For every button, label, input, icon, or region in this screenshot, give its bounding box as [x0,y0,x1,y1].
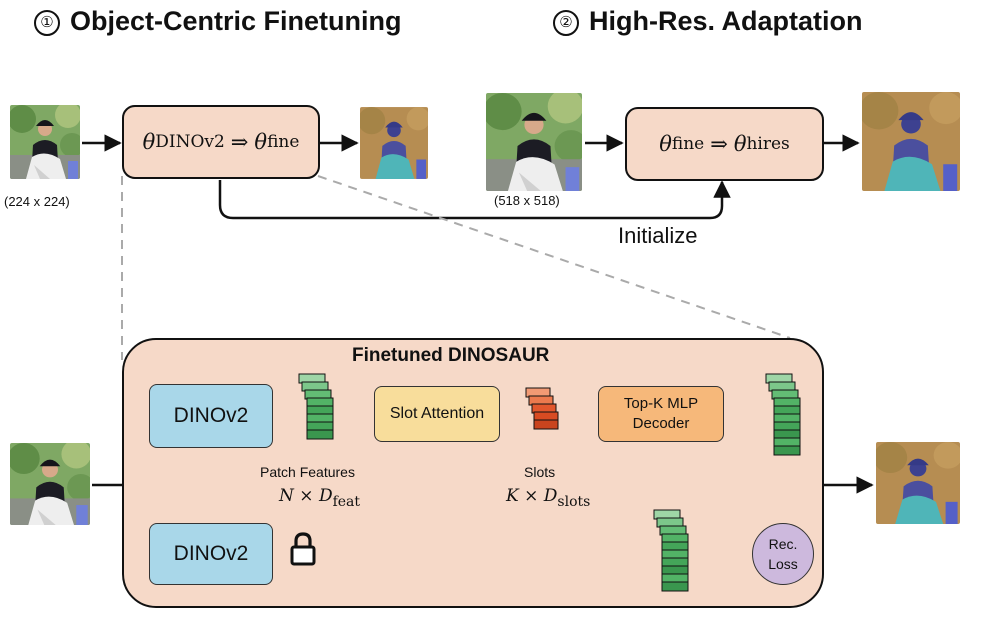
zoom-guide-right [317,175,791,339]
patch-features-label: Patch Features [260,464,355,480]
finetuning-heading: ① Object-Centric Finetuning [34,6,402,37]
lock-icon [290,532,316,566]
high-res-size-label: (518 x 518) [494,193,560,208]
dinov2-encoder: DINOv2 [149,384,273,448]
theta-symbol: θ [733,132,747,156]
theta-from-subscript: fine [671,134,705,154]
target-features-stack [653,509,689,592]
theta-to-subscript: hires [746,134,790,154]
reconstruction-loss: Rec. Loss [752,523,814,585]
k-symbol: K [506,486,519,506]
low-res-size-label: (224 x 224) [4,194,70,209]
slot-attention-block: Slot Attention [374,386,500,442]
theta-symbol: θ [254,130,268,154]
finetuned-dinosaur-title: Finetuned DINOSAUR [352,345,550,366]
patch-features-stack [298,373,334,440]
theta-from-subscript: DINOv2 [155,132,225,152]
finetuning-title: Object-Centric Finetuning [70,6,402,36]
stage1-output-segmentation [360,107,428,179]
implies-arrow: ⇒ [230,130,249,154]
input-image-high-res [486,93,582,191]
theta-symbol: θ [659,132,672,156]
decoder-label: Top-K MLP Decoder [623,395,699,432]
reconstructed-features-stack [765,373,801,456]
dinov2-encoder-label: DINOv2 [173,404,249,427]
adaptation-heading: ② High-Res. Adaptation [553,6,863,37]
step-number: ① [34,10,60,36]
theta-to-subscript: fine [267,132,300,152]
dinov2-frozen-label: DINOv2 [173,542,249,565]
adaptation-title: High-Res. Adaptation [589,6,863,36]
d-symbol: D [543,486,558,506]
stage2-output-segmentation [862,92,960,191]
slot-attention-label: Slot Attention [389,405,485,422]
implies-arrow: ⇒ [710,132,728,156]
d-symbol: D [318,486,333,506]
slots-label: Slots [524,464,556,480]
initialize-arrow [218,180,731,220]
dinov2-frozen-encoder: DINOv2 [149,523,273,585]
initialize-label: Initialize [618,223,698,248]
step-number: ② [553,10,579,36]
patch-features-dimension: N × Dfeat [279,486,360,510]
output-segmentation [876,442,960,524]
theta-symbol: θ [142,130,156,154]
input-image [10,443,90,525]
slots-stack [525,387,559,430]
times-symbol: × [299,486,314,506]
top-k-mlp-decoder-block: Top-K MLP Decoder [598,386,724,442]
loss-label: Rec. Loss [768,536,798,572]
slots-dimension: K × Dslots [506,486,590,510]
n-symbol: N [279,486,294,506]
feat-subscript: feat [332,494,361,510]
times-symbol: × [524,486,539,506]
input-image-low-res [10,105,80,179]
slots-subscript: slots [557,494,591,510]
